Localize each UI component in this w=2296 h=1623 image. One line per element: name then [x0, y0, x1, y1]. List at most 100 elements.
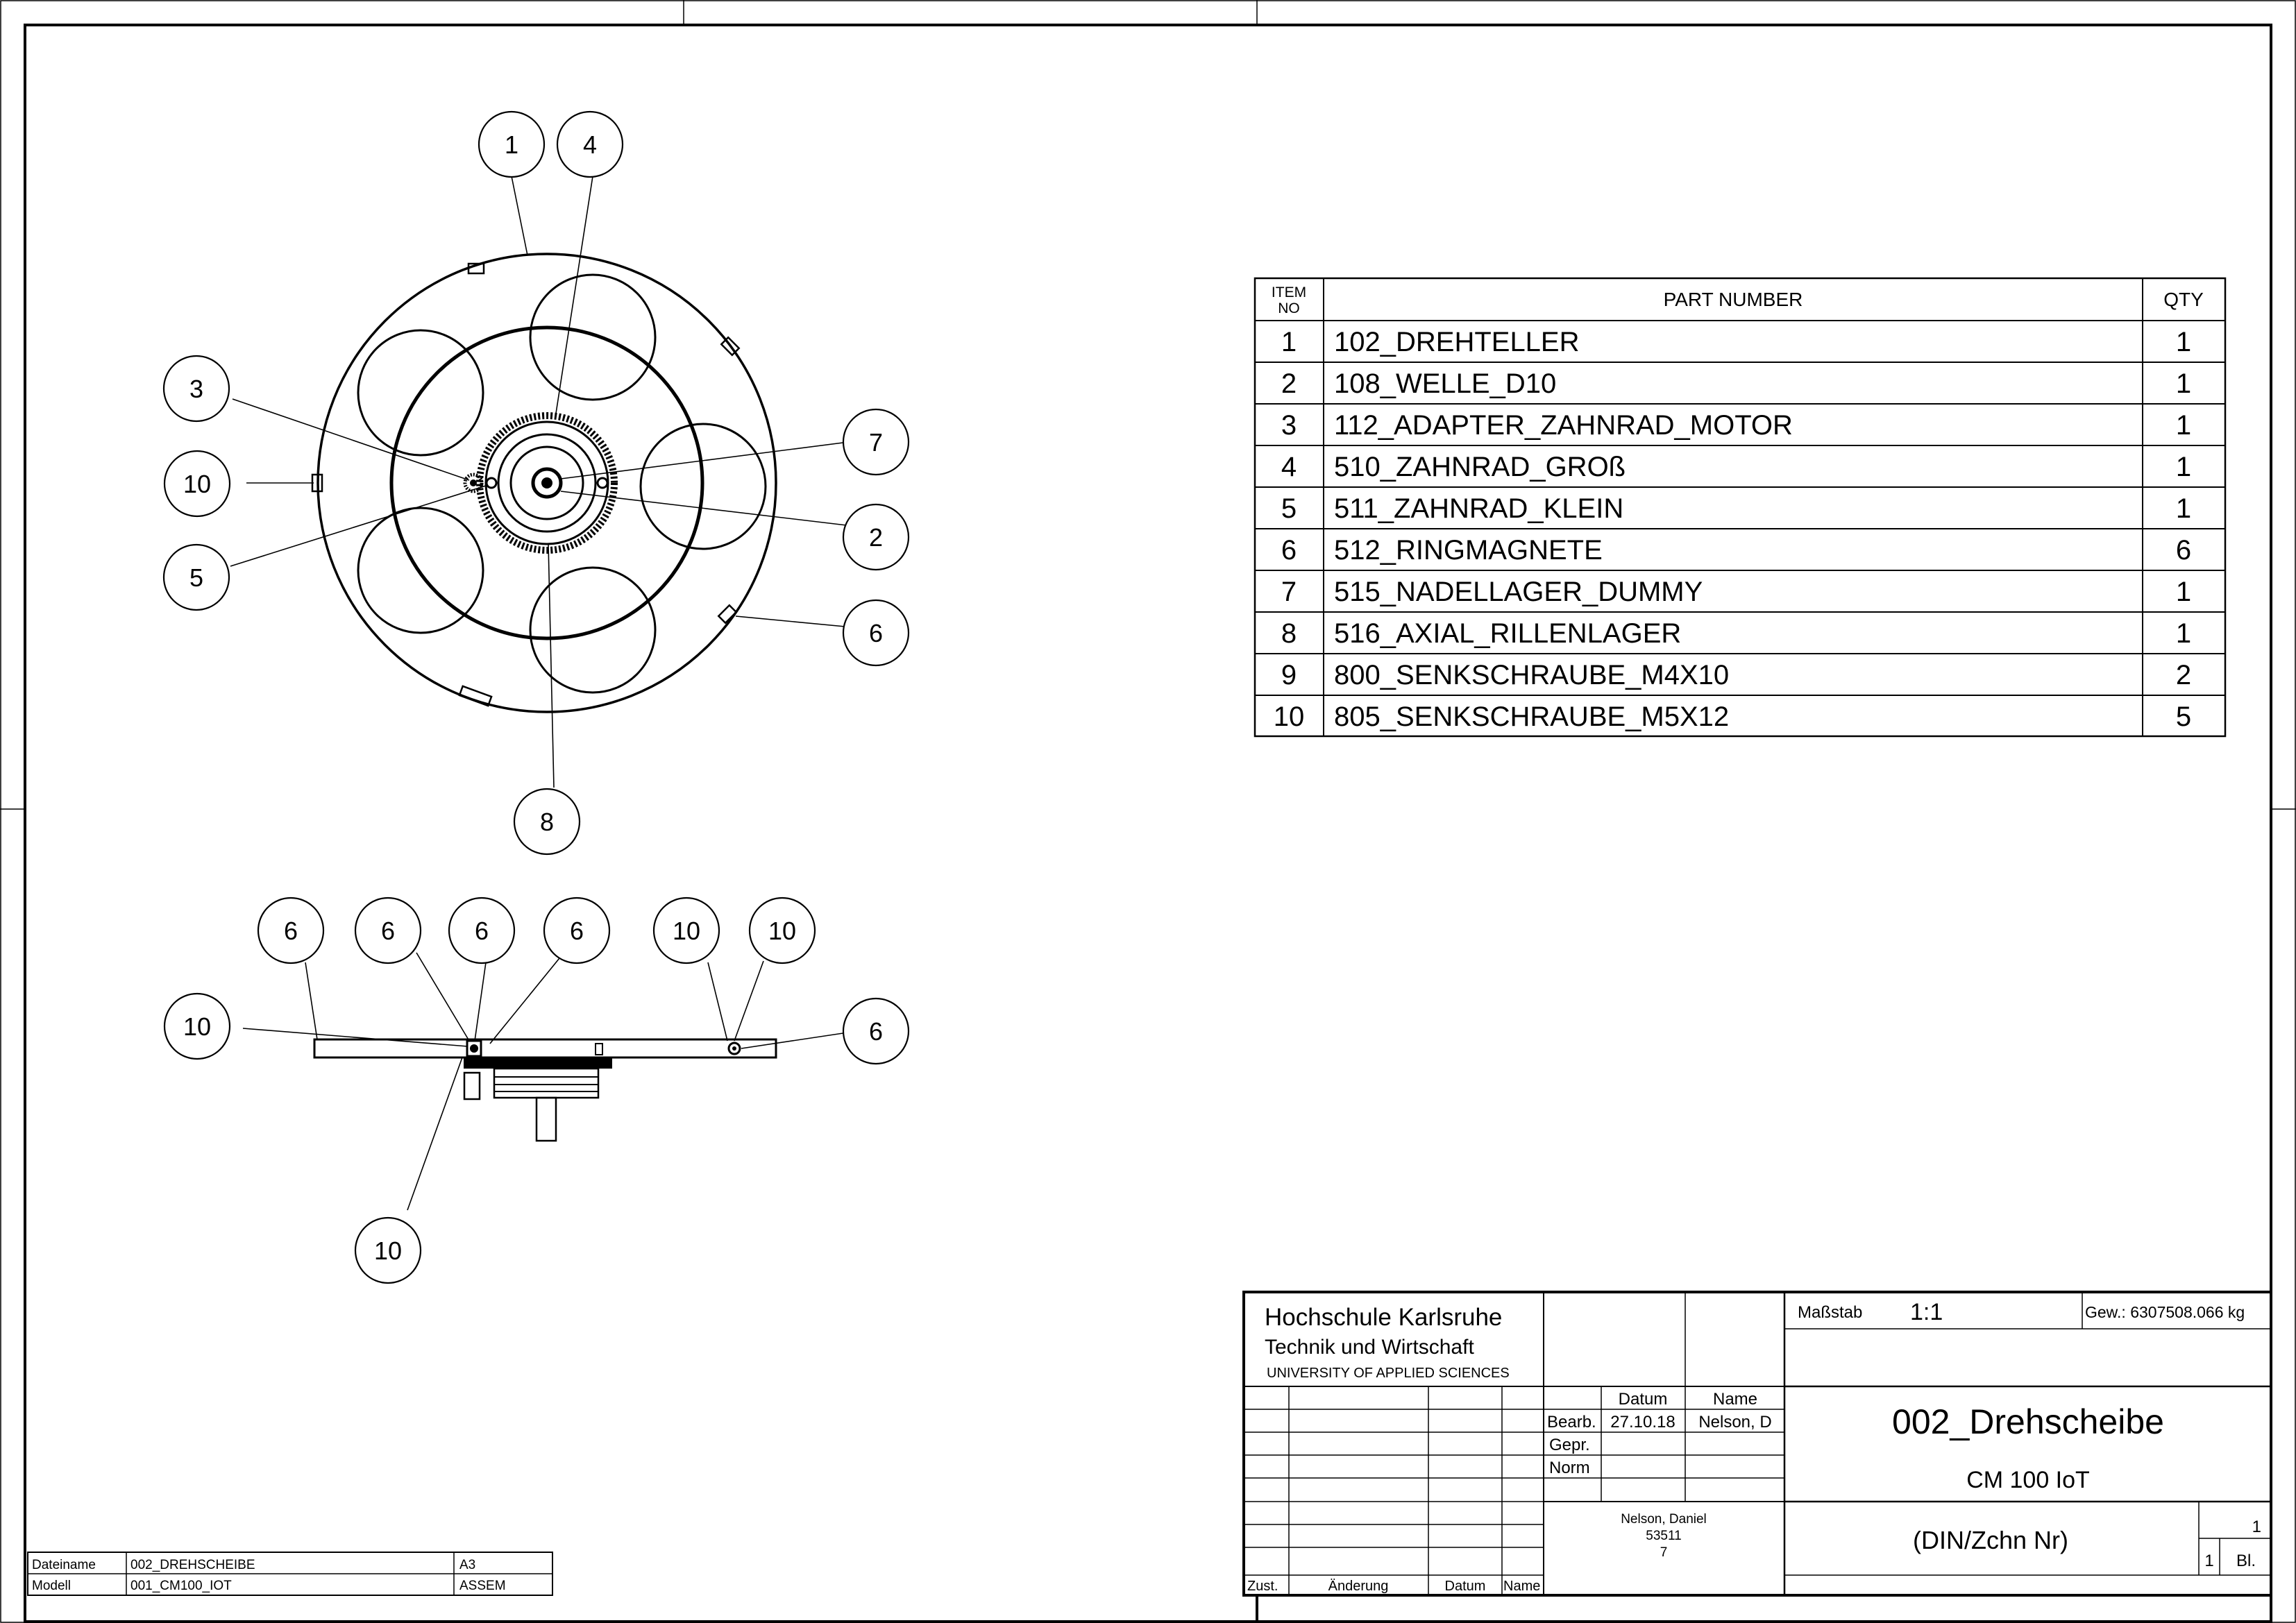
svg-text:5: 5 — [189, 563, 203, 592]
svg-text:3: 3 — [189, 375, 203, 403]
top-view-leaders — [230, 176, 854, 788]
document-type: ASSEM — [459, 1579, 506, 1593]
svg-text:3: 3 — [1281, 410, 1297, 441]
title-block: Hochschule Karlsruhe Technik und Wirtsch… — [1242, 1291, 2272, 1597]
bom-row: 6 512_RINGMAGNETE 6 — [1281, 535, 2191, 566]
svg-text:1: 1 — [1281, 327, 1297, 357]
turntable-plate-side — [313, 1038, 777, 1059]
ring-magnet-pockets — [357, 273, 767, 694]
side-view-balloons: 6 6 6 6 10 10 10 6 10 — [163, 897, 910, 1284]
balloon-1: 1 — [478, 110, 546, 178]
file-value: 002_DREHSCHEIBE — [130, 1558, 255, 1572]
svg-text:6: 6 — [475, 917, 489, 945]
large-gear — [476, 412, 618, 554]
balloon-10: 10 — [163, 450, 231, 518]
svg-text:7: 7 — [1281, 577, 1297, 607]
bearb-date: 27.10.18 — [1610, 1413, 1675, 1431]
turntable-outer-circle — [316, 253, 777, 713]
svg-text:10: 10 — [673, 917, 700, 945]
svg-text:6: 6 — [869, 1017, 883, 1046]
small-gear — [463, 473, 609, 493]
svg-text:112_ADAPTER_ZAHNRAD_MOTOR: 112_ADAPTER_ZAHNRAD_MOTOR — [1334, 410, 1793, 441]
svg-text:4: 4 — [1281, 452, 1297, 482]
bearing-side — [493, 1067, 600, 1099]
svg-text:10: 10 — [183, 470, 211, 498]
svg-text:10: 10 — [768, 917, 796, 945]
model-value: 001_CM100_IOT — [130, 1579, 232, 1593]
rev-zust: Zust. — [1247, 1579, 1278, 1594]
svg-text:1: 1 — [2176, 577, 2191, 607]
balloon-2: 2 — [842, 503, 910, 571]
svg-text:108_WELLE_D10: 108_WELLE_D10 — [1334, 368, 1556, 399]
top-view — [230, 176, 854, 788]
motor-adapter-side — [463, 1071, 481, 1101]
col-name: Name — [1713, 1390, 1757, 1409]
svg-text:2: 2 — [2176, 660, 2191, 690]
balloon-8: 8 — [513, 788, 581, 856]
row-gepr: Gepr. — [1549, 1436, 1590, 1454]
org-subtitle: Technik und Wirtschaft — [1265, 1336, 1474, 1359]
balloon-6-a: 6 — [257, 897, 325, 965]
weight: Gew.: 6307508.066 kg — [2085, 1303, 2245, 1321]
svg-text:1: 1 — [2176, 327, 2191, 357]
svg-text:6: 6 — [1281, 535, 1297, 566]
bom-row: 7 515_NADELLAGER_DUMMY 1 — [1281, 577, 2191, 607]
author-extra: 7 — [1660, 1545, 1668, 1560]
rev-change: Änderung — [1328, 1579, 1389, 1594]
svg-text:6: 6 — [869, 619, 883, 647]
top-view-balloons: 1 4 3 10 5 7 2 6 8 — [162, 110, 910, 856]
org-name: Hochschule Karlsruhe — [1265, 1304, 1502, 1331]
svg-text:5: 5 — [1281, 493, 1297, 524]
shaft-side — [535, 1096, 557, 1142]
svg-text:515_NADELLAGER_DUMMY: 515_NADELLAGER_DUMMY — [1334, 577, 1703, 607]
svg-text:6: 6 — [2176, 535, 2191, 566]
side-view — [242, 952, 853, 1211]
author-id: 53511 — [1646, 1529, 1681, 1543]
balloon-6-e: 6 — [842, 997, 910, 1065]
rev-name: Name — [1503, 1579, 1540, 1594]
svg-text:2: 2 — [1281, 368, 1297, 399]
sheet-format: A3 — [459, 1558, 475, 1572]
bom-header-item: ITEM — [1272, 284, 1306, 300]
author-name: Nelson, Daniel — [1621, 1512, 1707, 1527]
svg-text:5: 5 — [2176, 702, 2191, 732]
balloon-6-d: 6 — [543, 897, 611, 965]
bom-row: 5 511_ZAHNRAD_KLEIN 1 — [1281, 493, 2191, 524]
col-date: Datum — [1619, 1390, 1668, 1409]
svg-text:6: 6 — [284, 917, 298, 945]
svg-text:1: 1 — [2176, 368, 2191, 399]
balloon-3: 3 — [162, 355, 230, 423]
svg-text:511_ZAHNRAD_KLEIN: 511_ZAHNRAD_KLEIN — [1334, 493, 1623, 524]
svg-text:6: 6 — [381, 917, 395, 945]
sheets-label: Bl. — [2236, 1552, 2256, 1570]
svg-text:8: 8 — [1281, 618, 1297, 649]
bom-row: 10 805_SENKSCHRAUBE_M5X12 5 — [1274, 702, 2191, 732]
balloon-7: 7 — [842, 408, 910, 476]
svg-text:510_ZAHNRAD_GROß: 510_ZAHNRAD_GROß — [1334, 452, 1626, 482]
balloon-10-b: 10 — [748, 897, 816, 965]
balloon-10-c: 10 — [163, 992, 231, 1060]
bom-header-part: PART NUMBER — [1664, 289, 1803, 310]
svg-text:102_DREHTELLER: 102_DREHTELLER — [1334, 327, 1580, 357]
balloon-6: 6 — [842, 599, 910, 667]
bearb-name: Nelson, D — [1698, 1413, 1771, 1431]
svg-text:1: 1 — [2176, 618, 2191, 649]
bom-header-no: NO — [1278, 300, 1300, 316]
svg-text:9: 9 — [1281, 660, 1297, 690]
rev-date: Datum — [1445, 1579, 1486, 1594]
bom-row: 9 800_SENKSCHRAUBE_M4X10 2 — [1281, 660, 2191, 690]
svg-text:805_SENKSCHRAUBE_M5X12: 805_SENKSCHRAUBE_M5X12 — [1334, 702, 1729, 732]
turntable-inner-circle — [389, 325, 704, 640]
project-name: CM 100 IoT — [1966, 1467, 2090, 1493]
svg-text:800_SENKSCHRAUBE_M4X10: 800_SENKSCHRAUBE_M4X10 — [1334, 660, 1729, 690]
org-tagline: UNIVERSITY OF APPLIED SCIENCES — [1267, 1366, 1510, 1381]
svg-text:2: 2 — [869, 523, 883, 552]
bom-row: 3 112_ADAPTER_ZAHNRAD_MOTOR 1 — [1281, 410, 2191, 441]
drawing-number: (DIN/Zchn Nr) — [1913, 1526, 2068, 1554]
scale-value: 1:1 — [1910, 1299, 1943, 1325]
row-norm: Norm — [1549, 1459, 1590, 1477]
balloon-6-c: 6 — [448, 897, 516, 965]
file-block: Dateiname 002_DREHSCHEIBE A3 Modell 001_… — [27, 1552, 553, 1596]
